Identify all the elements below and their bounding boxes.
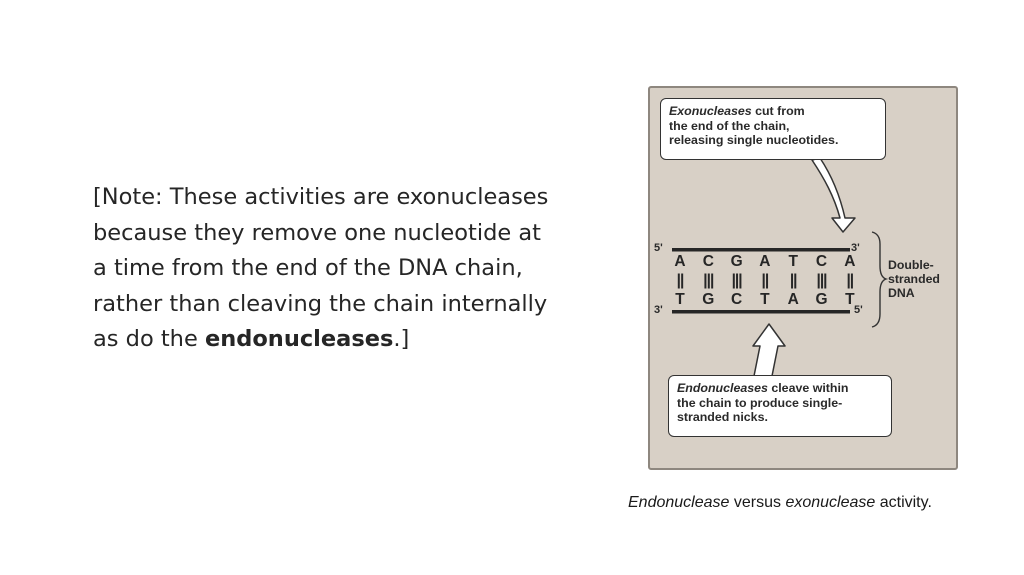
endo-pointer-arrow (752, 323, 786, 377)
bottom-strand-base: G (815, 291, 828, 308)
nuclease-diagram: Exonucleases cut from the end of the cha… (648, 86, 958, 470)
bottom-strand-base: G (702, 291, 715, 308)
caption-term-exonuclease: exonuclease (785, 494, 876, 511)
caption-term-endonuclease: Endonuclease (628, 494, 730, 511)
endonuclease-callout: Endonucleases cleave within the chain to… (668, 375, 892, 437)
hydrogen-bond-mark: || (846, 272, 854, 289)
top-strand-base: C (815, 253, 828, 270)
hydrogen-bond-mark: ||| (703, 272, 714, 289)
double-stranded-dna-label: Double- stranded DNA (888, 258, 940, 300)
ds-label-line: stranded (888, 272, 940, 286)
note-line-text: as do the (93, 326, 205, 352)
diagram-graphics (672, 157, 889, 377)
top-strand-base: A (674, 253, 686, 270)
note-line: [Note: These activities are exonucleases (93, 184, 549, 210)
caption-text: activity. (875, 494, 932, 511)
callout-text: the end of the chain, (669, 118, 790, 133)
note-line: because they remove one nucleotide at (93, 219, 541, 246)
bottom-strand-base: T (845, 291, 855, 308)
bottom-strand-base: T (760, 291, 770, 308)
endonucleases-callout-term: Endonucleases (677, 381, 768, 395)
bottom-strand-base: C (730, 291, 743, 308)
bottom-strand-backbone (672, 310, 850, 314)
bottom-left-end-label: 3' (654, 304, 663, 316)
hydrogen-bond-mark: || (761, 272, 770, 289)
double-strand-brace (871, 231, 889, 328)
note-line-end: .] (393, 326, 410, 352)
bottom-strand-base: A (787, 291, 799, 308)
top-right-end-label: 3' (851, 242, 860, 254)
callout-text: stranded nicks. (677, 410, 768, 425)
bottom-right-end-label: 5' (854, 304, 863, 316)
note-paragraph: [Note: These activities are exonucleases… (93, 180, 588, 358)
callout-text: cut from (751, 104, 805, 118)
exonucleases-term: Exonucleases (669, 104, 752, 118)
endonucleases-term: endonucleases (204, 326, 394, 352)
ds-label-line: Double- (888, 258, 934, 272)
top-strand-base: G (730, 253, 743, 270)
ds-label-line: DNA (888, 286, 915, 300)
caption-text: versus (729, 494, 786, 511)
hydrogen-bond-mark: || (789, 272, 798, 289)
figure-caption: Endonuclease versus exonuclease activity… (628, 494, 932, 512)
top-strand-backbone (672, 248, 850, 252)
callout-text: releasing single nucleotides. (669, 133, 839, 148)
note-line: a time from the end of the DNA chain, (93, 255, 523, 281)
note-line: as do the endonucleases.] (93, 322, 588, 358)
callout-text: the chain to produce single- (677, 395, 843, 410)
top-strand-base: A (844, 253, 856, 270)
exo-pointer-arrow (811, 157, 856, 233)
hydrogen-bond-mark: ||| (816, 272, 827, 289)
top-left-end-label: 5' (654, 242, 663, 254)
callout-text: cleave within (767, 381, 849, 395)
top-strand-base: A (759, 253, 771, 270)
top-strand-base: C (702, 253, 714, 270)
top-strand-base: T (788, 253, 798, 270)
exonuclease-callout: Exonucleases cut from the end of the cha… (660, 98, 886, 160)
note-line: rather than cleaving the chain internall… (93, 290, 548, 317)
bottom-strand-base: T (675, 291, 685, 308)
hydrogen-bond-mark: ||| (731, 272, 743, 289)
hydrogen-bond-mark: || (676, 272, 685, 289)
